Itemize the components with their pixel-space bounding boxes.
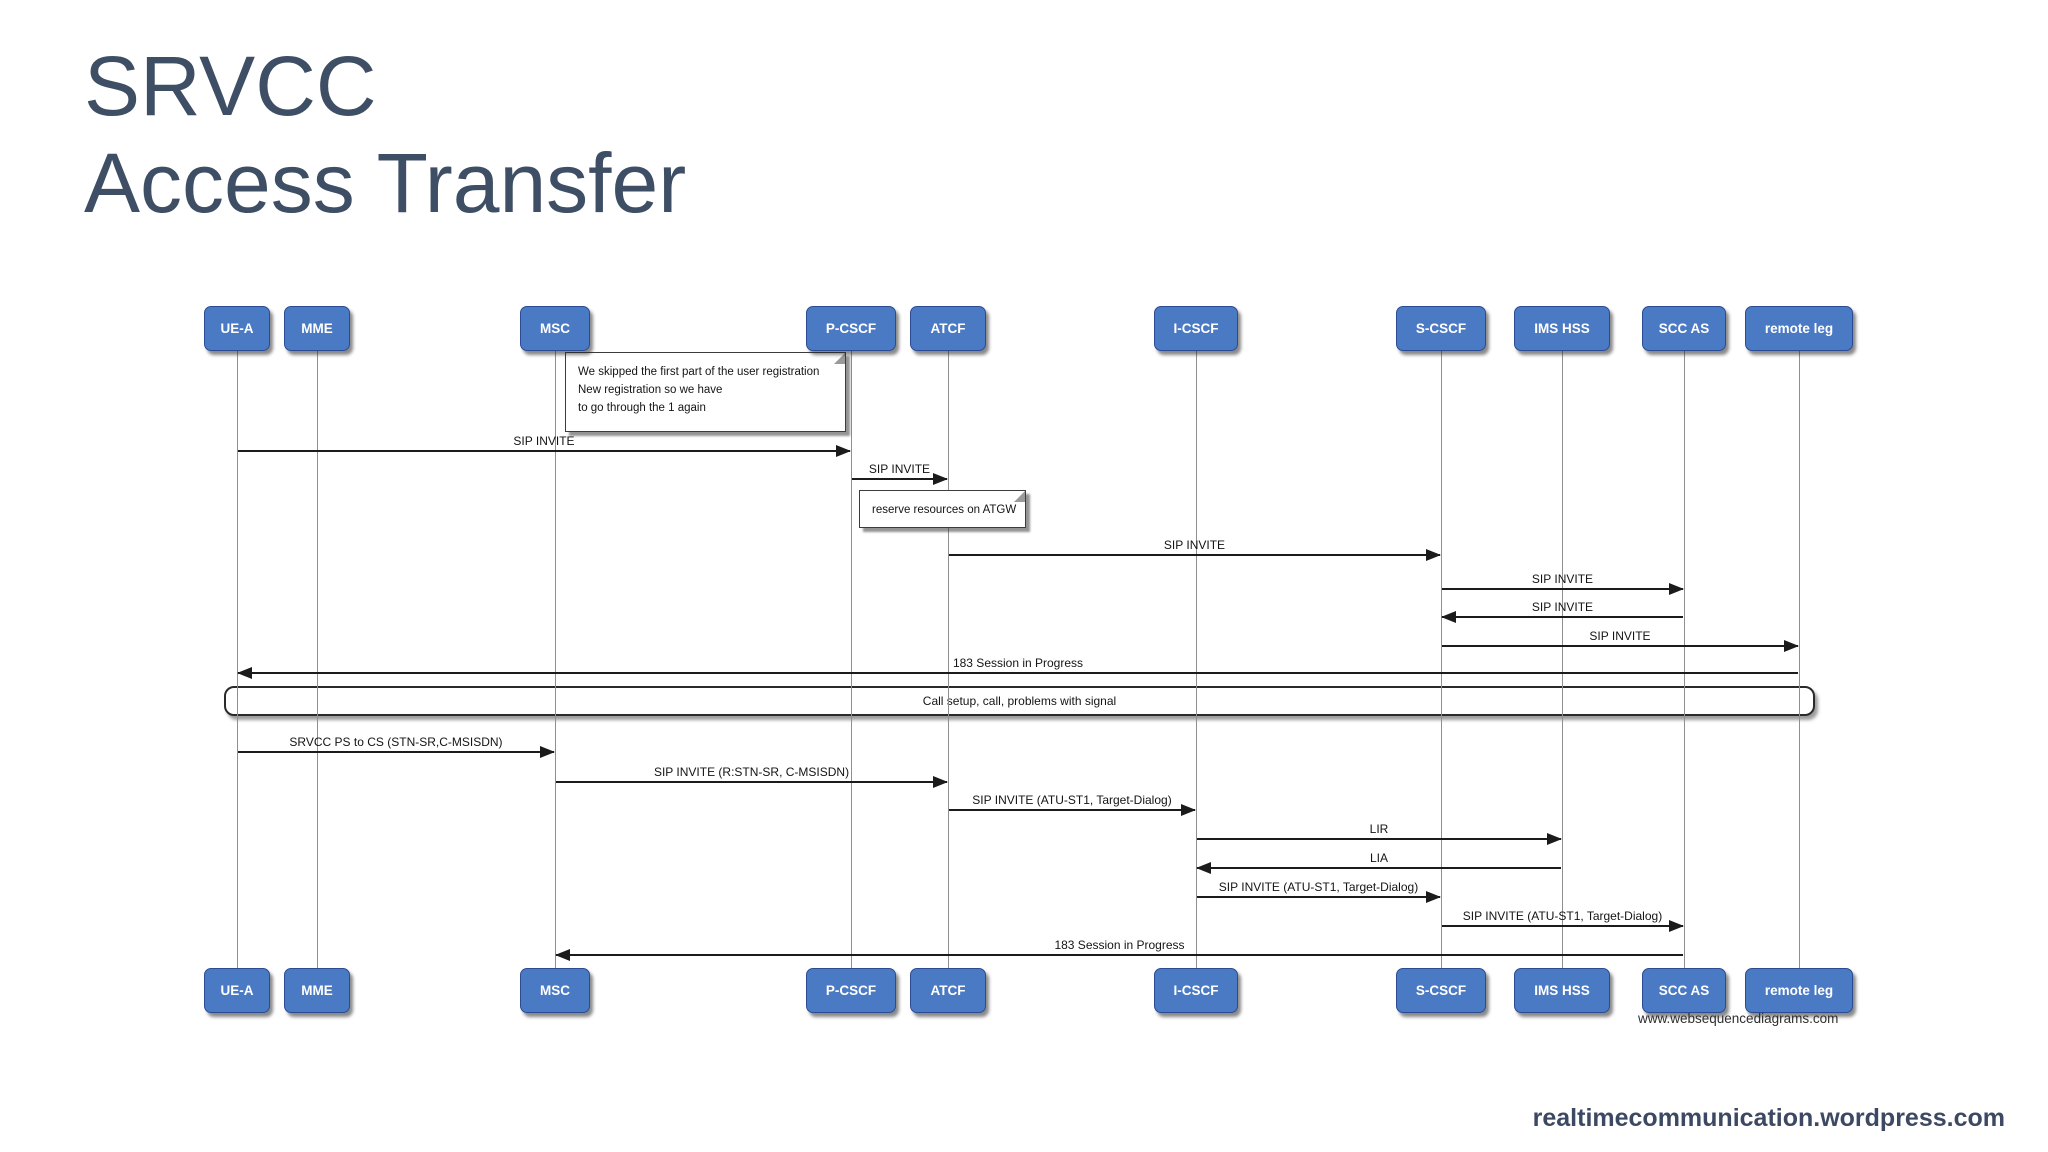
- message-line-5: [1442, 645, 1798, 647]
- footer-blog-url: realtimecommunication.wordpress.com: [1532, 1104, 2005, 1132]
- message-line-6: [238, 672, 1798, 674]
- actor-box-top-remote leg: remote leg: [1745, 306, 1853, 351]
- message-arrowhead-14: [555, 949, 570, 961]
- message-line-1: [852, 478, 947, 480]
- registration-note: We skipped the first part of the user re…: [565, 352, 846, 432]
- message-label-9: SIP INVITE (ATU-ST1, Target-Dialog): [972, 793, 1172, 807]
- message-arrowhead-6: [237, 667, 252, 679]
- lifeline-I-CSCF: [1196, 351, 1197, 968]
- message-label-1: SIP INVITE: [868, 462, 931, 476]
- message-line-7: [238, 751, 554, 753]
- actor-box-top-MME: MME: [284, 306, 350, 351]
- message-line-8: [556, 781, 947, 783]
- actor-box-bottom-I-CSCF: I-CSCF: [1154, 968, 1238, 1013]
- message-arrowhead-8: [933, 776, 948, 788]
- message-line-14: [556, 954, 1683, 956]
- message-arrowhead-10: [1547, 833, 1562, 845]
- slide-title-line1: SRVCC: [84, 39, 377, 133]
- call-setup-band: Call setup, call, problems with signal: [224, 686, 1815, 716]
- lifeline-S-CSCF: [1441, 351, 1442, 968]
- message-label-5: SIP INVITE: [1589, 629, 1651, 643]
- actor-box-bottom-IMS HSS: IMS HSS: [1514, 968, 1610, 1013]
- lifeline-IMS HSS: [1562, 351, 1563, 968]
- actor-box-bottom-P-CSCF: P-CSCF: [806, 968, 896, 1013]
- actor-box-bottom-S-CSCF: S-CSCF: [1396, 968, 1486, 1013]
- actor-box-top-SCC AS: SCC AS: [1642, 306, 1726, 351]
- actor-box-bottom-MSC: MSC: [520, 968, 590, 1013]
- message-label-14: 183 Session in Progress: [1054, 938, 1185, 952]
- message-arrowhead-9: [1181, 804, 1196, 816]
- message-label-4: SIP INVITE: [1531, 600, 1594, 614]
- message-line-9: [949, 809, 1195, 811]
- lifeline-remote leg: [1799, 351, 1800, 968]
- lifeline-P-CSCF: [851, 351, 852, 968]
- message-label-8: SIP INVITE (R:STN-SR, C-MSISDN): [653, 765, 850, 779]
- message-label-2: SIP INVITE: [1163, 538, 1226, 552]
- atgw-note: reserve resources on ATGW: [859, 490, 1026, 528]
- message-arrowhead-4: [1441, 611, 1456, 623]
- message-line-2: [949, 554, 1440, 556]
- message-line-10: [1197, 838, 1561, 840]
- message-label-11: LIA: [1369, 851, 1388, 865]
- message-label-13: SIP INVITE (ATU-ST1, Target-Dialog): [1462, 909, 1663, 923]
- actor-box-top-S-CSCF: S-CSCF: [1396, 306, 1486, 351]
- lifeline-MSC: [555, 351, 556, 968]
- actor-box-top-ATCF: ATCF: [910, 306, 986, 351]
- message-arrowhead-5: [1784, 640, 1799, 652]
- message-line-11: [1197, 867, 1561, 869]
- message-label-10: LIR: [1369, 822, 1389, 836]
- note-fold-corner: [1014, 491, 1025, 502]
- message-label-7: SRVCC PS to CS (STN-SR,C-MSISDN): [289, 735, 503, 749]
- actor-box-top-I-CSCF: I-CSCF: [1154, 306, 1238, 351]
- message-label-12: SIP INVITE (ATU-ST1, Target-Dialog): [1218, 880, 1419, 894]
- actor-box-top-P-CSCF: P-CSCF: [806, 306, 896, 351]
- actor-box-bottom-UE-A: UE-A: [204, 968, 270, 1013]
- message-arrowhead-13: [1669, 920, 1684, 932]
- actor-box-top-IMS HSS: IMS HSS: [1514, 306, 1610, 351]
- message-arrowhead-3: [1669, 583, 1684, 595]
- message-line-4: [1442, 616, 1683, 618]
- actor-box-bottom-MME: MME: [284, 968, 350, 1013]
- actor-box-bottom-remote leg: remote leg: [1745, 968, 1853, 1013]
- actor-box-top-MSC: MSC: [520, 306, 590, 351]
- lifeline-MME: [317, 351, 318, 968]
- message-line-13: [1442, 925, 1683, 927]
- lifeline-ATCF: [948, 351, 949, 968]
- message-line-12: [1197, 896, 1440, 898]
- websequencediagrams-watermark: www.websequencediagrams.com: [1638, 1011, 1839, 1026]
- lifeline-UE-A: [237, 351, 238, 968]
- actor-box-bottom-ATCF: ATCF: [910, 968, 986, 1013]
- message-arrowhead-11: [1196, 862, 1211, 874]
- message-label-3: SIP INVITE: [1531, 572, 1594, 586]
- message-arrowhead-2: [1426, 549, 1441, 561]
- message-line-0: [238, 450, 850, 452]
- message-arrowhead-1: [933, 473, 948, 485]
- message-label-0: SIP INVITE: [513, 434, 575, 448]
- actor-box-bottom-SCC AS: SCC AS: [1642, 968, 1726, 1013]
- message-line-3: [1442, 588, 1683, 590]
- note-fold-corner: [834, 353, 845, 364]
- message-arrowhead-0: [836, 445, 851, 457]
- lifeline-SCC AS: [1684, 351, 1685, 968]
- slide-title-line2: Access Transfer: [84, 136, 687, 230]
- message-label-6: 183 Session in Progress: [952, 656, 1084, 670]
- actor-box-top-UE-A: UE-A: [204, 306, 270, 351]
- message-arrowhead-7: [540, 746, 555, 758]
- message-arrowhead-12: [1426, 891, 1441, 903]
